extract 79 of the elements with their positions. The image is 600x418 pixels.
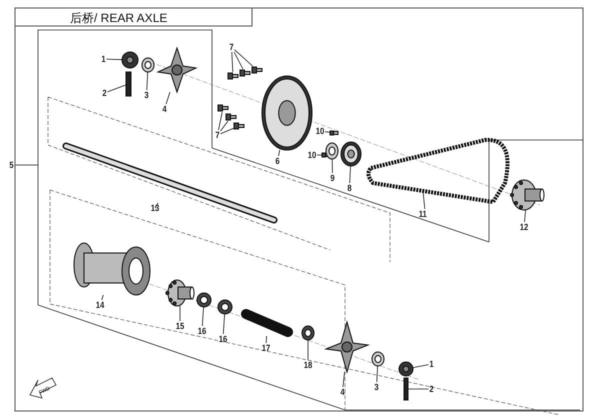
pin-drawing: [404, 378, 408, 400]
callout-number: 2: [102, 88, 108, 98]
callout-number: 3: [144, 90, 150, 100]
leader-line: [14, 164, 38, 166]
callout-number: 6: [274, 156, 280, 166]
nut-drawing: [398, 362, 414, 376]
leader-line: [278, 150, 280, 156]
callout-number: 16: [196, 326, 208, 336]
leader-line: [101, 294, 104, 300]
callout-number: 14: [94, 300, 106, 310]
leader-line: [231, 52, 234, 72]
bolt-drawing: [218, 104, 228, 112]
leader-line: [342, 372, 345, 388]
leader-line: [412, 364, 429, 368]
callout-number: 17: [260, 343, 272, 353]
leader-line: [316, 154, 322, 156]
leader-line: [349, 166, 351, 184]
callout-number: 11: [418, 209, 428, 219]
washer-drawing: [142, 58, 154, 72]
callout-number: 18: [302, 360, 314, 370]
callout-number: 4: [162, 104, 168, 114]
seal-drawing: [196, 292, 212, 308]
axle-shaft-drawing: [62, 142, 278, 224]
bolt-drawing: [234, 122, 244, 130]
callout-number: 12: [518, 222, 530, 232]
leader-line: [202, 306, 204, 326]
callout-number: 13: [150, 203, 160, 213]
callout-number: 7: [214, 130, 220, 140]
callout-number: 5: [8, 160, 14, 170]
leader-line: [408, 388, 429, 390]
bolt-drawing: [252, 66, 262, 74]
seal-drawing: [302, 326, 314, 340]
nut-drawing: [122, 52, 138, 68]
leader-line: [154, 202, 158, 208]
leader-line: [376, 366, 378, 382]
callout-number: 10: [306, 150, 318, 160]
bolt-drawing: [228, 72, 238, 80]
bolt-drawing: [226, 114, 236, 120]
leader-line: [422, 190, 426, 210]
chain-drawing: [366, 138, 510, 204]
pin-drawing: [126, 72, 132, 96]
leader-line: [332, 158, 333, 174]
callout-number: 2: [428, 384, 434, 394]
sprocket-drawing: [262, 76, 312, 150]
callout-number: 7: [228, 42, 234, 52]
callout-number: 8: [346, 183, 352, 193]
hub-drawing: [156, 46, 198, 94]
leader-line: [106, 58, 122, 60]
callout-number: 9: [330, 173, 336, 183]
bearing-housing-drawing: [74, 242, 150, 296]
callout-number: 10: [314, 126, 326, 136]
leader-line: [222, 314, 225, 334]
callout-number: 16: [218, 334, 228, 344]
leader-line: [220, 128, 234, 134]
diagram-title: 后桥/ REAR AXLE: [70, 10, 168, 27]
leader-line: [107, 84, 126, 92]
leader-line: [218, 112, 223, 130]
callout-number: 15: [174, 321, 186, 331]
spacer-tube-drawing: [241, 309, 293, 337]
leader-line: [234, 49, 253, 66]
flange-drawing: [165, 280, 194, 306]
flange-drawing: [510, 180, 544, 210]
leader-line: [266, 336, 267, 344]
leader-line: [146, 72, 148, 90]
bolt-drawing: [330, 130, 338, 136]
hub-drawing: [324, 320, 370, 374]
bolt-drawing: [240, 70, 250, 76]
sprocket-drawing: [340, 142, 362, 166]
callout-number: 1: [428, 359, 434, 369]
washer-drawing: [326, 142, 338, 160]
callout-number: 3: [374, 382, 380, 392]
leader-line: [524, 210, 526, 222]
leader-line: [234, 52, 244, 70]
callout-number: 1: [100, 54, 106, 64]
callout-number: 4: [340, 387, 346, 397]
leader-line: [166, 92, 170, 104]
leader-line: [220, 120, 228, 132]
seal-drawing: [218, 300, 232, 314]
washer-drawing: [372, 352, 384, 366]
